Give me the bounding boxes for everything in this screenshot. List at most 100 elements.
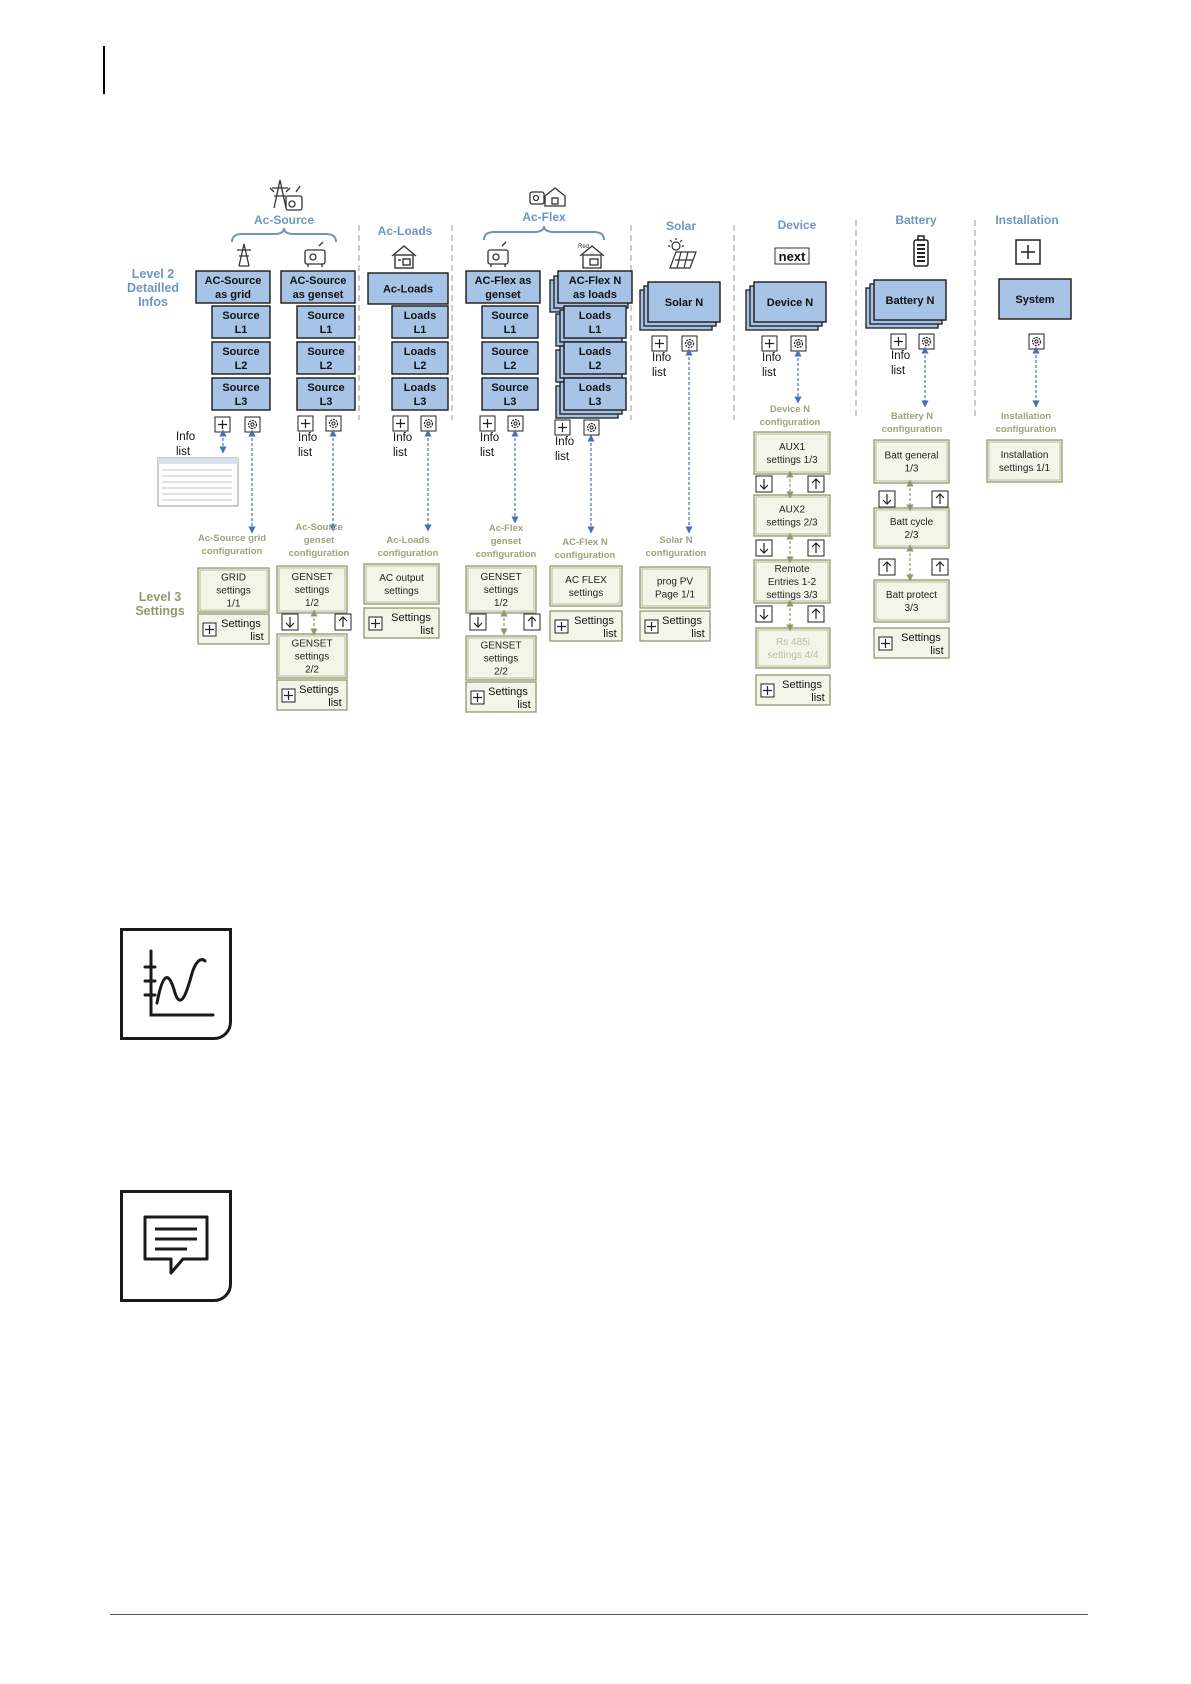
footer-rule bbox=[110, 1614, 1088, 1615]
settings-flex-loads-1-line-1: AC FLEX bbox=[565, 575, 607, 586]
battery-general-arrow-down-icon[interactable] bbox=[878, 490, 896, 508]
device-aux2-arrow-down-icon[interactable] bbox=[755, 539, 773, 557]
config-genset-gear-icon[interactable] bbox=[325, 415, 342, 432]
settings-battery-3-line-1: Batt protect bbox=[886, 590, 937, 601]
level2-system-box[interactable]: System bbox=[998, 278, 1072, 320]
config-battery-gear-icon[interactable] bbox=[918, 333, 935, 350]
level2-battery-box[interactable]: Battery N bbox=[873, 279, 947, 321]
level2-flex_loads-title-box[interactable]: AC-Flex Nas loads bbox=[557, 270, 633, 304]
genset-arrow-down-icon[interactable] bbox=[281, 613, 299, 631]
config-solar-line-2: configuration bbox=[646, 548, 707, 559]
info-flex-loads-plus-icon[interactable] bbox=[554, 419, 571, 436]
info-genset-plus-icon[interactable] bbox=[297, 415, 314, 432]
level2-grid-sub-1-line-1: Source bbox=[222, 310, 259, 322]
level2-device-box[interactable]: Device N bbox=[753, 281, 827, 323]
settings-list-genset-line-2: list bbox=[328, 697, 341, 709]
red-label: Red bbox=[578, 244, 589, 250]
config-solar-gear-icon[interactable] bbox=[681, 335, 698, 352]
header-solar: Solar bbox=[666, 219, 696, 233]
config-loads-gear-icon[interactable] bbox=[420, 415, 437, 432]
info-grid-plus-icon[interactable] bbox=[214, 416, 231, 433]
settings-loads-1-line-1: AC output bbox=[379, 573, 424, 584]
house-icon-loads bbox=[391, 245, 417, 269]
level2-battery-box-line-1: Battery N bbox=[886, 295, 935, 307]
flex-genset-arrow-up-icon[interactable] bbox=[523, 613, 541, 631]
flex-genset-arrow-down-icon[interactable] bbox=[469, 613, 487, 631]
settings-device-2-line-1: AUX2 bbox=[779, 505, 806, 516]
config-flex-loads-gear-icon[interactable] bbox=[583, 419, 600, 436]
level2-solar-box[interactable]: Solar N bbox=[647, 281, 721, 323]
level2-loads-title-box[interactable]: Ac-Loads bbox=[367, 272, 449, 305]
level2-line-3: Infos bbox=[138, 295, 168, 309]
info-battery-plus-icon[interactable] bbox=[890, 333, 907, 350]
level2-flex_genset-sub-3-line-2: L3 bbox=[504, 396, 517, 408]
level2-device-box-line-1: Device N bbox=[767, 297, 814, 309]
settings-list-flex-loads-line-1: Settings bbox=[574, 615, 614, 627]
config-genset-line-3: configuration bbox=[289, 548, 350, 559]
comment-icon-box bbox=[120, 1190, 232, 1302]
device-remote-arrow-down-icon[interactable] bbox=[755, 605, 773, 623]
device-aux1-arrow-down-icon[interactable] bbox=[755, 475, 773, 493]
battery-cycle-arrow-up-icon[interactable] bbox=[878, 558, 896, 576]
info-flex-genset-plus-icon[interactable] bbox=[479, 415, 496, 432]
battery-general-arrow-up-icon[interactable] bbox=[931, 490, 949, 508]
config-device-gear-icon[interactable] bbox=[790, 335, 807, 352]
config-grid-gear-icon[interactable] bbox=[244, 416, 261, 433]
config-installation-gear-icon[interactable] bbox=[1028, 333, 1045, 350]
device-remote-arrow-up-icon[interactable] bbox=[807, 605, 825, 623]
device-aux2-arrow-up-icon[interactable] bbox=[807, 539, 825, 557]
device-aux1-arrow-up-icon[interactable] bbox=[807, 475, 825, 493]
info-device-plus-icon[interactable] bbox=[761, 335, 778, 352]
battery-cycle-arrow-up-icon-2[interactable] bbox=[931, 558, 949, 576]
config-flex-genset-gear-icon[interactable] bbox=[507, 415, 524, 432]
info-solar-plus-icon[interactable] bbox=[651, 335, 668, 352]
genset-arrow-up-icon[interactable] bbox=[334, 613, 352, 631]
info-list-loads-line-2: list bbox=[393, 447, 408, 459]
info-loads-plus-icon[interactable] bbox=[392, 415, 409, 432]
